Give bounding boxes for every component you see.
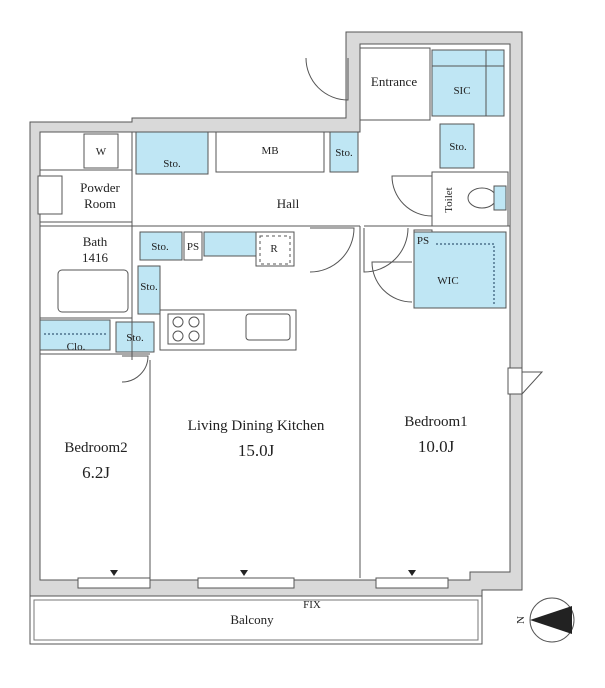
entrance-door-swing [305, 57, 349, 101]
label-sto: Sto. [140, 281, 158, 293]
burner-icon [172, 316, 184, 328]
label-bedroom1: Bedroom1 [404, 414, 467, 430]
storage-hall [139, 231, 183, 261]
label-ldk: Living Dining Kitchen [188, 418, 325, 434]
label-bedroom2: Bedroom2 [64, 440, 127, 456]
kitchen-sink [245, 313, 291, 341]
ps-shaft-1 [183, 231, 203, 261]
storage-top-left [135, 131, 209, 175]
label-compass-north: N [515, 616, 527, 624]
toilet-tank [493, 185, 507, 211]
washer-space [83, 133, 119, 169]
kitchen-counter [159, 309, 297, 351]
storage-mid [137, 265, 161, 315]
storage-near-entrance [439, 123, 475, 169]
label-balcony: Balcony [230, 612, 274, 627]
window-side-bedroom1 [507, 367, 523, 395]
label-entrance: Entrance [371, 74, 417, 89]
refrigerator-space [255, 231, 295, 267]
window-bedroom2 [77, 577, 151, 589]
label-sto: Sto. [126, 332, 144, 344]
entrance-area [359, 47, 431, 121]
north-arrow-icon [530, 606, 572, 634]
wic-door-swing [371, 261, 413, 303]
label-toilet: Toilet [443, 187, 455, 213]
label-sto: Sto. [449, 141, 467, 153]
storage-triangle [203, 231, 259, 257]
closet [39, 319, 111, 351]
burner-icon [188, 316, 200, 328]
bath-room [39, 225, 133, 319]
storage-near-mb [329, 131, 359, 173]
storage-bedroom2 [115, 321, 155, 353]
label-bedroom2-size: 6.2J [82, 463, 110, 482]
label-washer: W [96, 146, 107, 158]
stove [167, 313, 205, 345]
label-bedroom1-size: 10.0J [418, 437, 455, 456]
burner-icon [188, 330, 200, 342]
bedroom2-door-swing [121, 355, 149, 383]
compass [529, 597, 575, 643]
window-marker-icon [110, 570, 118, 576]
label-bath-size: 1416 [82, 250, 109, 265]
window-marker-icon [240, 570, 248, 576]
label-ps: PS [187, 241, 199, 253]
label-wic: WIC [437, 275, 458, 287]
label-ps: PS [417, 235, 429, 247]
label-powder: Powder [80, 180, 120, 195]
sic-storage [431, 49, 505, 117]
label-sto: Sto. [151, 241, 169, 253]
label-hall: Hall [277, 196, 300, 211]
window-marker-icon [408, 570, 416, 576]
wic-rail [436, 243, 495, 304]
toilet-door-swing [391, 175, 433, 217]
label-sto: Sto. [163, 158, 181, 170]
side-window-swing [521, 371, 544, 395]
label-refrigerator: R [270, 243, 278, 255]
label-bath: Bath [83, 234, 108, 249]
balcony-area [29, 595, 483, 645]
label-ldk-size: 15.0J [238, 441, 275, 460]
bathtub [57, 269, 129, 313]
label-room: Room [84, 196, 116, 211]
powder-sink [37, 175, 63, 215]
label-clo: Clo. [67, 341, 86, 353]
bedroom1-door-swing [363, 227, 409, 273]
label-fix: FIX [303, 599, 321, 611]
hall-door-swing [309, 227, 355, 273]
label-mb: MB [261, 145, 278, 157]
window-ldk [197, 577, 295, 589]
label-sto: Sto. [335, 147, 353, 159]
balcony-rail [33, 599, 479, 641]
label-sic: SIC [453, 85, 470, 97]
window-bedroom1 [375, 577, 449, 589]
mb-cabinet [215, 131, 325, 173]
refrigerator-dash [259, 235, 291, 265]
burner-icon [172, 330, 184, 342]
